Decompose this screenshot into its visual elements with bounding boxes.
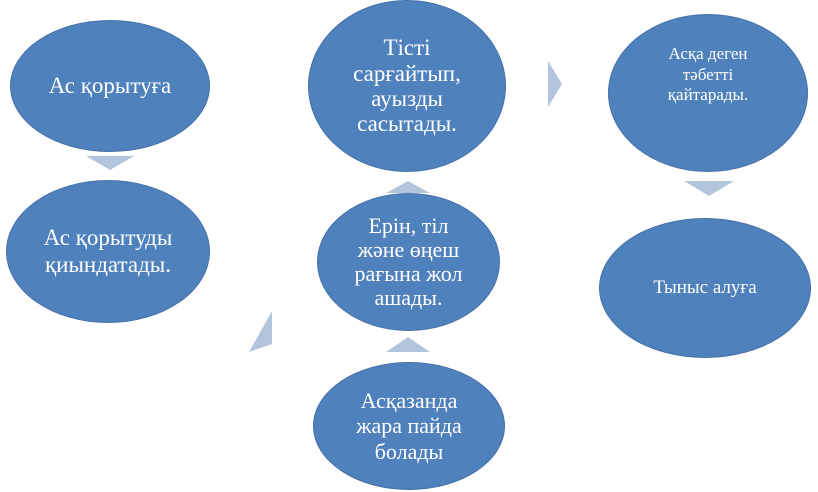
arrow-down-left <box>86 156 134 170</box>
arrow-up-middle-bottom <box>386 337 430 352</box>
node-digestion-hard: Ас қорытуды қиындатады. <box>6 180 210 323</box>
node-digestion-for-label: Ас қорытуға <box>48 73 172 98</box>
node-stomach-ulcer-label: Асқазанда жара пайда болады <box>356 388 462 464</box>
node-digestion-hard-label: Ас қорытуды қиындатады. <box>43 225 173 277</box>
node-lips-tongue-label: Ерін, тіл және өңеш рағына жол ашады. <box>354 212 463 311</box>
node-stomach-ulcer: Асқазанда жара пайда болады <box>313 362 505 490</box>
node-appetite: Асқа деген тәбетті қайтарады. <box>608 14 808 172</box>
node-appetite-label: Асқа деген тәбетті қайтарады. <box>667 44 749 105</box>
node-digestion-for: Ас қорытуға <box>10 20 210 152</box>
arrow-right-top <box>548 61 562 107</box>
node-breathing-label: Тыныс алуға <box>653 277 757 298</box>
arrow-down-right <box>684 181 734 196</box>
node-teeth-yellow-label: Тісті сарғайтып, ауызды сасытады. <box>353 35 461 137</box>
node-breathing: Тыныс алуға <box>599 218 811 358</box>
node-teeth-yellow: Тісті сарғайтып, ауызды сасытады. <box>308 0 506 172</box>
node-lips-tongue: Ерін, тіл және өңеш рағына жол ашады. <box>317 193 500 331</box>
arrow-up-middle-top <box>386 181 430 193</box>
arrow-diagonal-left <box>249 311 272 352</box>
